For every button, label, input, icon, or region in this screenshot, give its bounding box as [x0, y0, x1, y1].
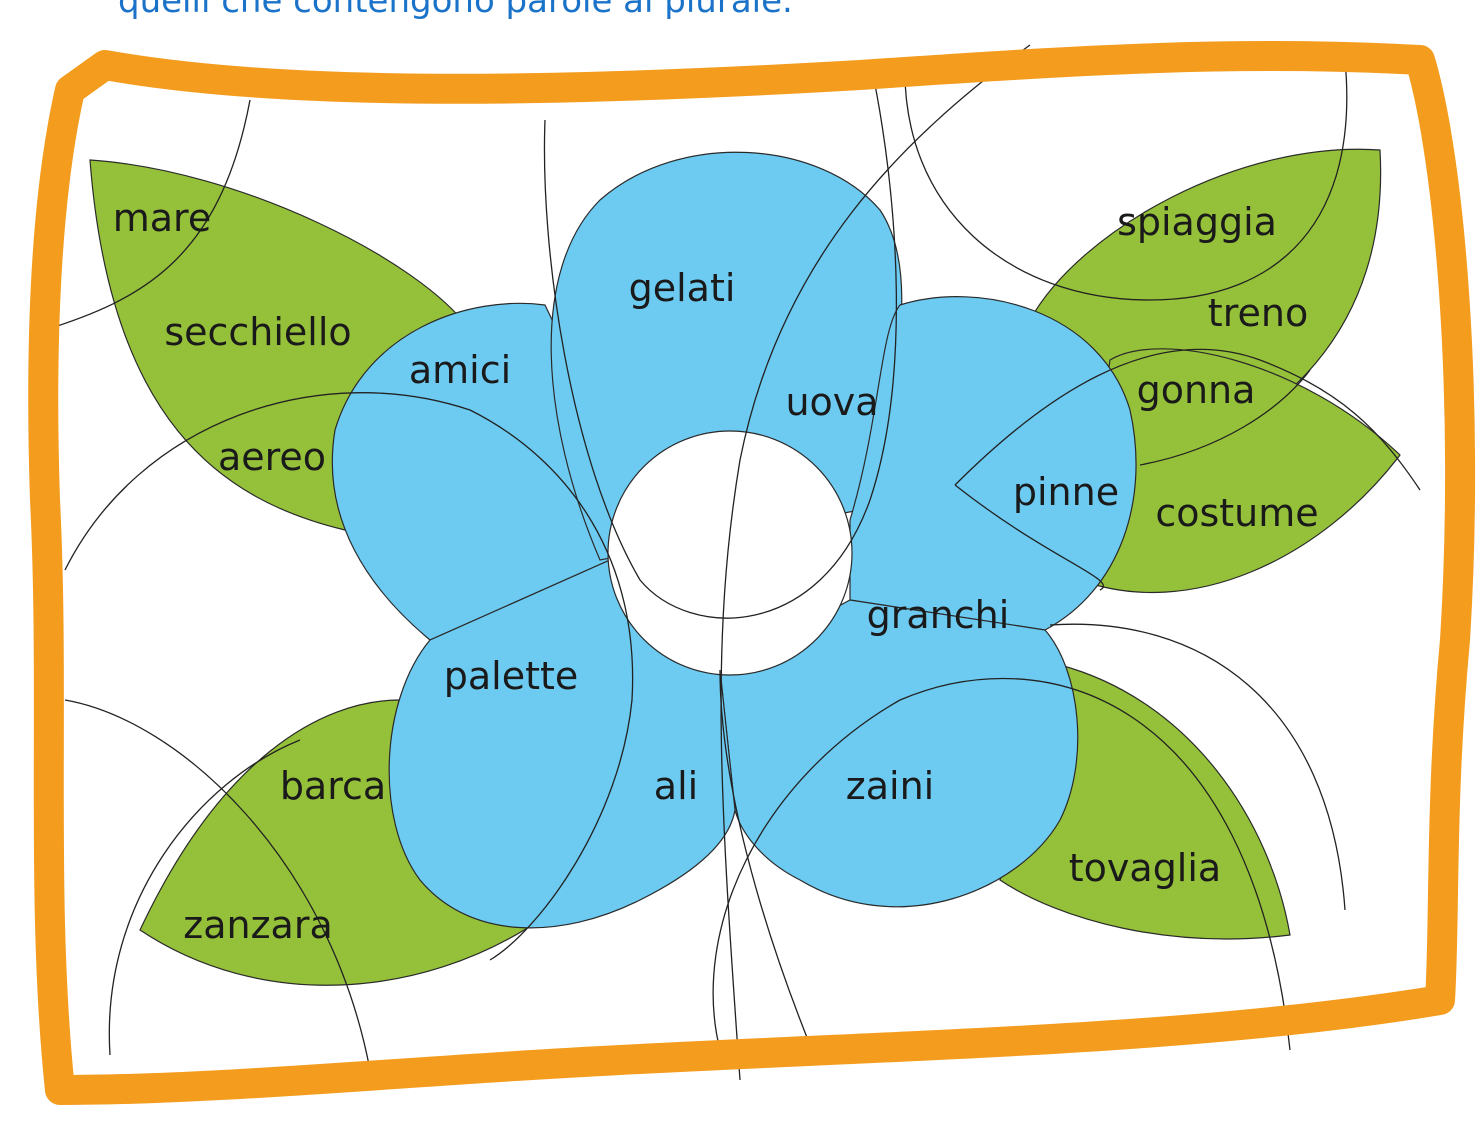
division-lines — [44, 44, 1421, 1081]
word-spiaggia[interactable]: spiaggia — [1117, 200, 1277, 244]
instruction-text: quelli che contengono parole al plurale. — [118, 0, 793, 21]
petal-upper-left[interactable] — [331, 302, 611, 641]
petal-bottom-left[interactable] — [388, 559, 736, 929]
orange-frame — [28, 40, 1476, 1105]
word-amici[interactable]: amici — [409, 348, 511, 392]
word-zaini[interactable]: zaini — [846, 764, 934, 808]
word-palette[interactable]: palette — [444, 654, 579, 698]
word-mare[interactable]: mare — [113, 196, 211, 240]
petal-right[interactable] — [849, 296, 1137, 631]
word-tovaglia[interactable]: tovaglia — [1069, 846, 1221, 890]
word-treno[interactable]: treno — [1208, 291, 1308, 335]
words: mare secchiello aereo amici gelati uova … — [113, 196, 1319, 947]
word-gonna[interactable]: gonna — [1137, 368, 1256, 412]
word-zanzara[interactable]: zanzara — [183, 903, 332, 947]
word-secchiello[interactable]: secchiello — [164, 310, 351, 354]
word-barca[interactable]: barca — [280, 764, 386, 808]
word-uova[interactable]: uova — [785, 380, 878, 424]
word-pinne[interactable]: pinne — [1013, 470, 1119, 514]
word-aereo[interactable]: aereo — [218, 435, 326, 479]
flower-centre — [607, 430, 853, 676]
word-costume[interactable]: costume — [1155, 491, 1318, 535]
word-granchi[interactable]: granchi — [867, 593, 1010, 637]
flower — [331, 151, 1137, 929]
petal-bottom-right[interactable] — [719, 599, 1079, 908]
word-ali[interactable]: ali — [654, 764, 698, 808]
word-gelati[interactable]: gelati — [629, 266, 736, 310]
